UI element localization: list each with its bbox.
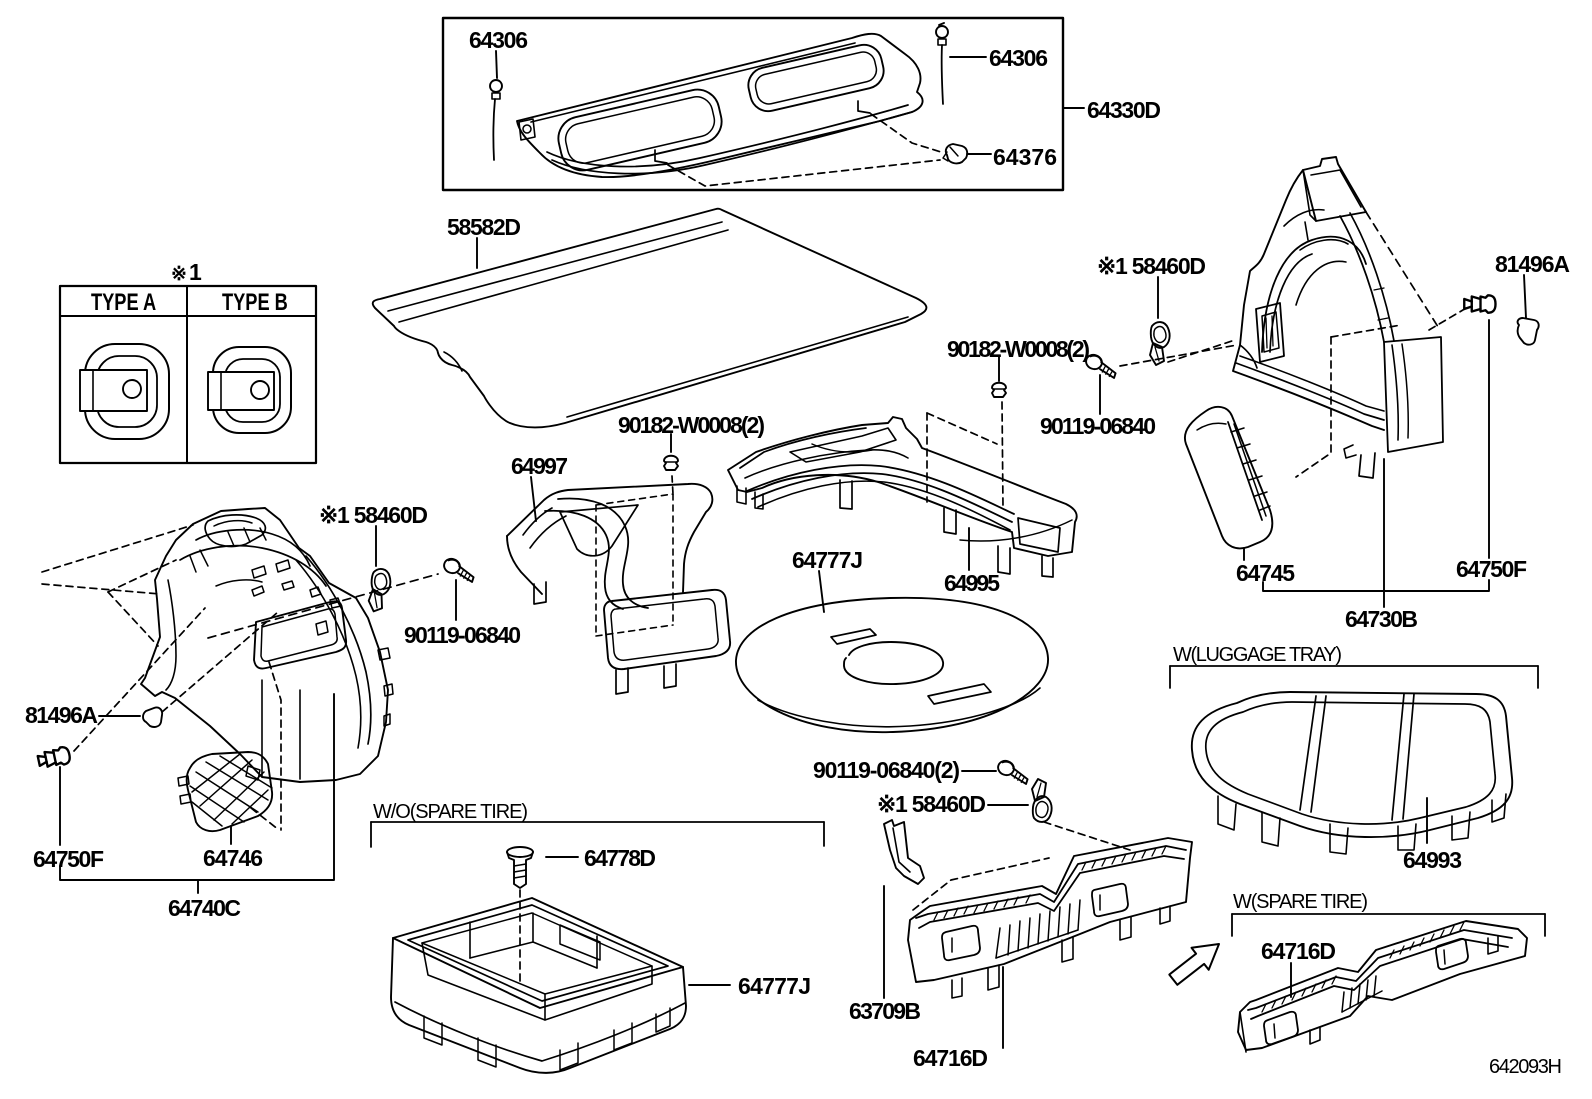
svg-text:90119-06840: 90119-06840 bbox=[404, 622, 521, 648]
svg-text:58582D: 58582D bbox=[447, 214, 521, 240]
svg-text:64777J: 64777J bbox=[792, 547, 863, 573]
svg-text:90119-06840(2): 90119-06840(2) bbox=[813, 757, 960, 783]
svg-text:64716D: 64716D bbox=[913, 1045, 988, 1071]
svg-text:TYPE A: TYPE A bbox=[91, 289, 156, 316]
svg-text:64306: 64306 bbox=[989, 45, 1048, 71]
svg-text:90119-06840: 90119-06840 bbox=[1040, 413, 1156, 439]
svg-text:W/O(SPARE TIRE): W/O(SPARE TIRE) bbox=[373, 801, 528, 823]
svg-text:TYPE B: TYPE B bbox=[222, 289, 288, 316]
svg-text:81496A: 81496A bbox=[1495, 251, 1570, 277]
svg-text:64745: 64745 bbox=[1236, 560, 1295, 586]
svg-text:64778D: 64778D bbox=[584, 845, 656, 871]
svg-text:※1 58460D: ※1 58460D bbox=[319, 502, 428, 528]
svg-text:81496A: 81496A bbox=[25, 702, 98, 728]
svg-text:W(SPARE TIRE): W(SPARE TIRE) bbox=[1233, 891, 1368, 913]
svg-text:90182-W0008(2): 90182-W0008(2) bbox=[618, 412, 765, 438]
svg-text:64995: 64995 bbox=[944, 570, 1000, 596]
svg-text:64750F: 64750F bbox=[33, 846, 104, 872]
svg-text:64746: 64746 bbox=[203, 845, 263, 871]
svg-text:64306: 64306 bbox=[469, 27, 528, 53]
svg-text:64330D: 64330D bbox=[1087, 97, 1161, 123]
svg-text:1: 1 bbox=[189, 259, 202, 285]
svg-text:64716D: 64716D bbox=[1261, 938, 1336, 964]
svg-text:642093H: 642093H bbox=[1489, 1056, 1562, 1078]
svg-text:※1 58460D: ※1 58460D bbox=[877, 791, 986, 817]
svg-text:64740C: 64740C bbox=[168, 895, 241, 921]
svg-text:63709B: 63709B bbox=[849, 998, 921, 1024]
svg-text:64376: 64376 bbox=[993, 144, 1057, 170]
svg-text:90182-W0008(2): 90182-W0008(2) bbox=[947, 336, 1090, 362]
svg-text:※: ※ bbox=[171, 264, 187, 285]
svg-text:64730B: 64730B bbox=[1345, 606, 1418, 632]
svg-text:64750F: 64750F bbox=[1456, 556, 1527, 582]
svg-text:W(LUGGAGE TRAY): W(LUGGAGE TRAY) bbox=[1173, 644, 1342, 666]
svg-text:64777J: 64777J bbox=[738, 973, 811, 999]
svg-text:64993: 64993 bbox=[1403, 847, 1462, 873]
svg-text:※1 58460D: ※1 58460D bbox=[1097, 253, 1206, 279]
svg-text:64997: 64997 bbox=[511, 453, 568, 479]
